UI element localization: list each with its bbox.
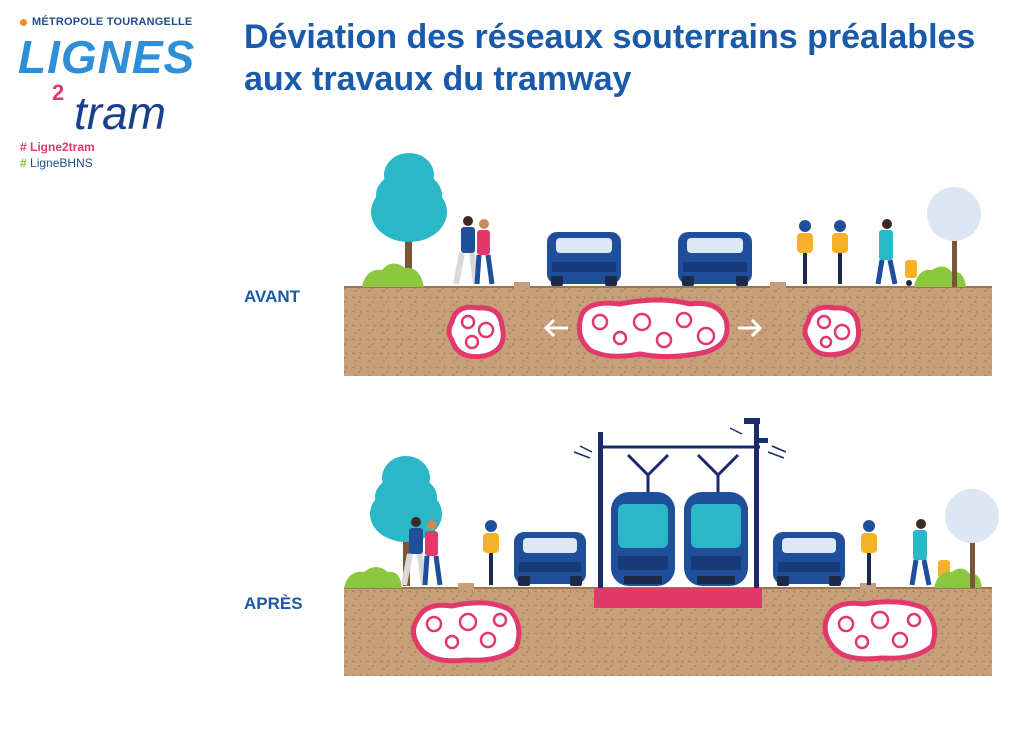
brand-tram: tram: [74, 87, 166, 139]
curb-right-apres: [860, 583, 876, 589]
hashtag-ligne2tram: # Ligne2tram: [20, 140, 95, 154]
tree-icon: [371, 153, 447, 285]
bush-icon: [362, 263, 424, 287]
car-icon: [773, 532, 845, 586]
brand-2: 2: [52, 80, 65, 105]
curb-left-avant: [514, 282, 530, 288]
tram-platform: [594, 588, 762, 608]
pedestrians-couple-icon: [453, 216, 495, 285]
network-blob-left: [446, 304, 506, 360]
cyclist-icon: [832, 220, 848, 284]
network-blob-center: [576, 297, 730, 360]
car-icon: [678, 232, 752, 286]
car-icon: [514, 532, 586, 586]
arrow-right-icon: [738, 318, 763, 338]
cyclist-icon: [861, 520, 877, 585]
catenary-poles: [573, 418, 787, 588]
tree-icon: [370, 456, 442, 586]
scene-avant: [344, 153, 992, 376]
network-blob-right: [822, 599, 938, 662]
round-tree-icon: [945, 489, 999, 588]
cyclist-icon: [797, 220, 813, 284]
network-blob-right: [802, 304, 862, 358]
pedestrian-trolley-icon: [875, 219, 917, 286]
tram-icon: [684, 453, 748, 586]
tram-icon: [611, 453, 675, 586]
bush-icon: [344, 567, 402, 588]
bush-icon: [914, 266, 966, 287]
curb-left-apres: [458, 583, 474, 589]
network-blob-left: [411, 600, 522, 664]
label-apres: APRÈS: [244, 594, 303, 613]
label-avant: AVANT: [244, 287, 301, 306]
brand-logo: MÉTROPOLE TOURANGELLE LIGNES 2 tram # Li…: [14, 16, 214, 176]
scene-apres: [344, 418, 999, 676]
page-title: Déviation des réseaux souterrains préala…: [244, 18, 976, 98]
orange-dot-icon: [20, 18, 27, 26]
pedestrians-couple-icon: [401, 517, 443, 586]
cyclist-icon: [483, 520, 499, 585]
hashtag-lignebhns: # LigneBHNS: [20, 156, 93, 170]
car-icon: [547, 232, 621, 286]
arrow-left-icon: [543, 318, 568, 338]
brand-org: MÉTROPOLE TOURANGELLE: [20, 16, 192, 28]
round-tree-icon: [927, 187, 981, 287]
brand-lignes: LIGNES: [18, 31, 196, 83]
pedestrian-trolley-icon: [909, 519, 950, 586]
curb-right-avant: [770, 282, 786, 288]
